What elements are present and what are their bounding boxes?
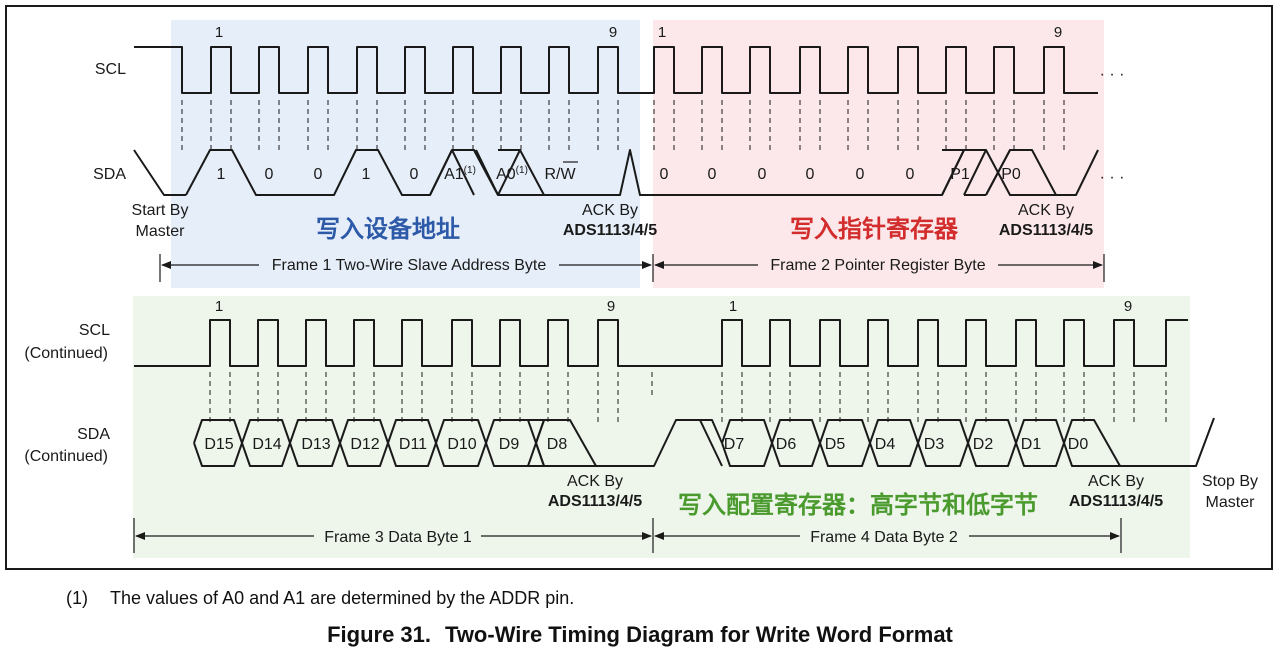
ack4-device: ADS1113/4/5 [1069, 493, 1163, 510]
bit-label: P1 [950, 166, 970, 183]
frame1-label: Frame 1 Two-Wire Slave Address Byte [272, 257, 547, 274]
bit-label: D2 [973, 436, 994, 453]
sda-continued-label: SDA [77, 426, 110, 443]
bit-label: D5 [825, 436, 846, 453]
bit-label: 0 [708, 166, 717, 183]
bit-label: D0 [1068, 436, 1089, 453]
sda-data-byte1-tail [535, 419, 723, 467]
bit-label: D4 [875, 436, 896, 453]
stop-label: Stop By [1202, 473, 1258, 490]
sda-indeterminate-bits [451, 149, 475, 196]
sda-data-byte1 [193, 419, 545, 467]
frames34-title: 写入配置寄存器：高字节和低字节 [678, 491, 1038, 519]
bit-label: D9 [499, 436, 520, 453]
bit-label: R/W [544, 166, 576, 183]
scl-continued-label: SCL [79, 322, 110, 339]
clock-marker-1: 1 [215, 24, 223, 41]
frame4-label: Frame 4 Data Byte 2 [810, 529, 958, 546]
sda-indeterminate-bits [429, 149, 521, 196]
clock-marker-9: 9 [609, 24, 617, 41]
bit-label: 0 [806, 166, 815, 183]
bit-label: D11 [399, 436, 427, 453]
clock-marker-9: 9 [1054, 24, 1062, 41]
ack3-label: ACK By [567, 473, 623, 490]
sda-continuation-ellipsis: · · · [1100, 169, 1125, 186]
sda-indeterminate-bits [941, 149, 1011, 196]
ack4-label: ACK By [1088, 473, 1144, 490]
bit-label: 0 [758, 166, 767, 183]
clock-marker-9: 9 [607, 298, 615, 315]
clock-marker-1: 1 [215, 298, 223, 315]
clock-marker-9: 9 [1124, 298, 1132, 315]
bit-label: D13 [301, 436, 330, 453]
bit-label: 0 [265, 166, 274, 183]
figure-number: Figure 31. [327, 622, 432, 647]
sda-indeterminate-bits [498, 149, 545, 196]
figure-caption: Figure 31. Two-Wire Timing Diagram for Wr… [0, 622, 1280, 648]
bit-label: D12 [350, 436, 379, 453]
sda-continued-sublabel: (Continued) [24, 448, 108, 465]
bit-label: D3 [924, 436, 945, 453]
frame2-label: Frame 2 Pointer Register Byte [770, 257, 985, 274]
bit-label: 0 [906, 166, 915, 183]
ack1-device: ADS1113/4/5 [563, 222, 657, 239]
bit-label: D10 [447, 436, 476, 453]
frame3-label: Frame 3 Data Byte 1 [324, 529, 472, 546]
footnote-number: (1) [66, 588, 88, 608]
figure-title: Two-Wire Timing Diagram for Write Word F… [445, 622, 953, 647]
bit-label: D15 [204, 436, 233, 453]
bit-label: D7 [724, 436, 745, 453]
scl-waveform-frame1 [134, 46, 626, 94]
bit-label: D14 [252, 436, 281, 453]
start-label: Start By [132, 202, 189, 219]
bit-label: 0 [856, 166, 865, 183]
sda-label: SDA [93, 166, 126, 183]
bit-label: 1 [362, 166, 371, 183]
frames34-background [133, 296, 1190, 558]
scl-continued-waveform-frame4 [652, 319, 1188, 367]
bit-label: 0 [660, 166, 669, 183]
ack1-label: ACK By [582, 202, 638, 219]
ack2-label: ACK By [1018, 202, 1074, 219]
stop-sublabel: Master [1206, 494, 1256, 511]
bit-label: 0 [410, 166, 419, 183]
sda-start-condition [133, 149, 186, 196]
footnote-text: The values of A0 and A1 are determined b… [110, 588, 575, 608]
sample-guides [181, 100, 1167, 424]
bit-label: D6 [776, 436, 797, 453]
waveforms [133, 46, 1215, 467]
sda-waveform-frame1 [185, 149, 646, 196]
footnote: (1) The values of A0 and A1 are determine… [66, 588, 574, 609]
ack2-device: ADS1113/4/5 [999, 222, 1093, 239]
sda-data-byte2 [721, 419, 1065, 467]
ack3-device: ADS1113/4/5 [548, 493, 642, 510]
start-sublabel: Master [136, 223, 186, 240]
clock-marker-1: 1 [729, 298, 737, 315]
scl-continued-sublabel: (Continued) [24, 345, 108, 362]
sda-data-byte2-tail [700, 417, 1215, 467]
scl-continuation-ellipsis: · · · [1100, 66, 1125, 83]
scl-continued-waveform-frame3 [134, 319, 652, 367]
scl-label: SCL [95, 61, 126, 78]
scl-waveform-frame2 [626, 46, 1098, 94]
timing-diagram: SCL SDA SCL (Continued) SDA (Continued) … [5, 5, 1273, 570]
frame2-background [653, 20, 1104, 288]
bit-label: 1 [217, 166, 226, 183]
clock-marker-1: 1 [658, 24, 666, 41]
bit-label: D8 [547, 436, 568, 453]
bit-label: 0 [314, 166, 323, 183]
bit-label: D1 [1021, 436, 1042, 453]
frame2-title: 写入指针寄存器 [790, 215, 959, 243]
bit-label: P0 [1001, 166, 1021, 183]
frame1-title: 写入设备地址 [316, 215, 460, 243]
